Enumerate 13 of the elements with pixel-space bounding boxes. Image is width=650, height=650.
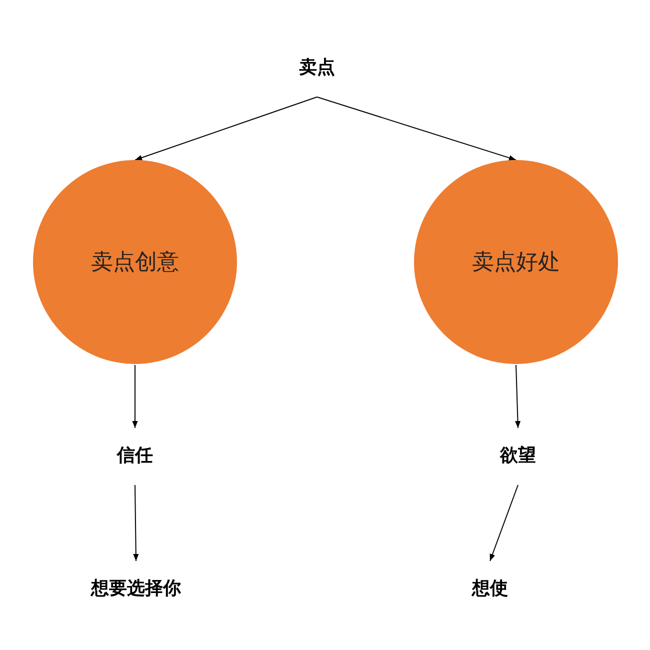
arrow [132,364,138,428]
step-text: 欲望 [496,442,540,468]
arrow [490,484,518,562]
step-text: 信任 [113,442,157,468]
heading-text: 卖点 [292,54,342,80]
result-text: 想要选择你 [83,575,189,601]
circle-label: 卖点创意 [91,249,179,277]
circle-label: 卖点好处 [472,249,560,277]
arrow [133,484,139,562]
arrow [514,364,521,428]
arrow [134,96,318,160]
arrow [316,96,516,161]
result-text: 想使 [466,575,514,601]
